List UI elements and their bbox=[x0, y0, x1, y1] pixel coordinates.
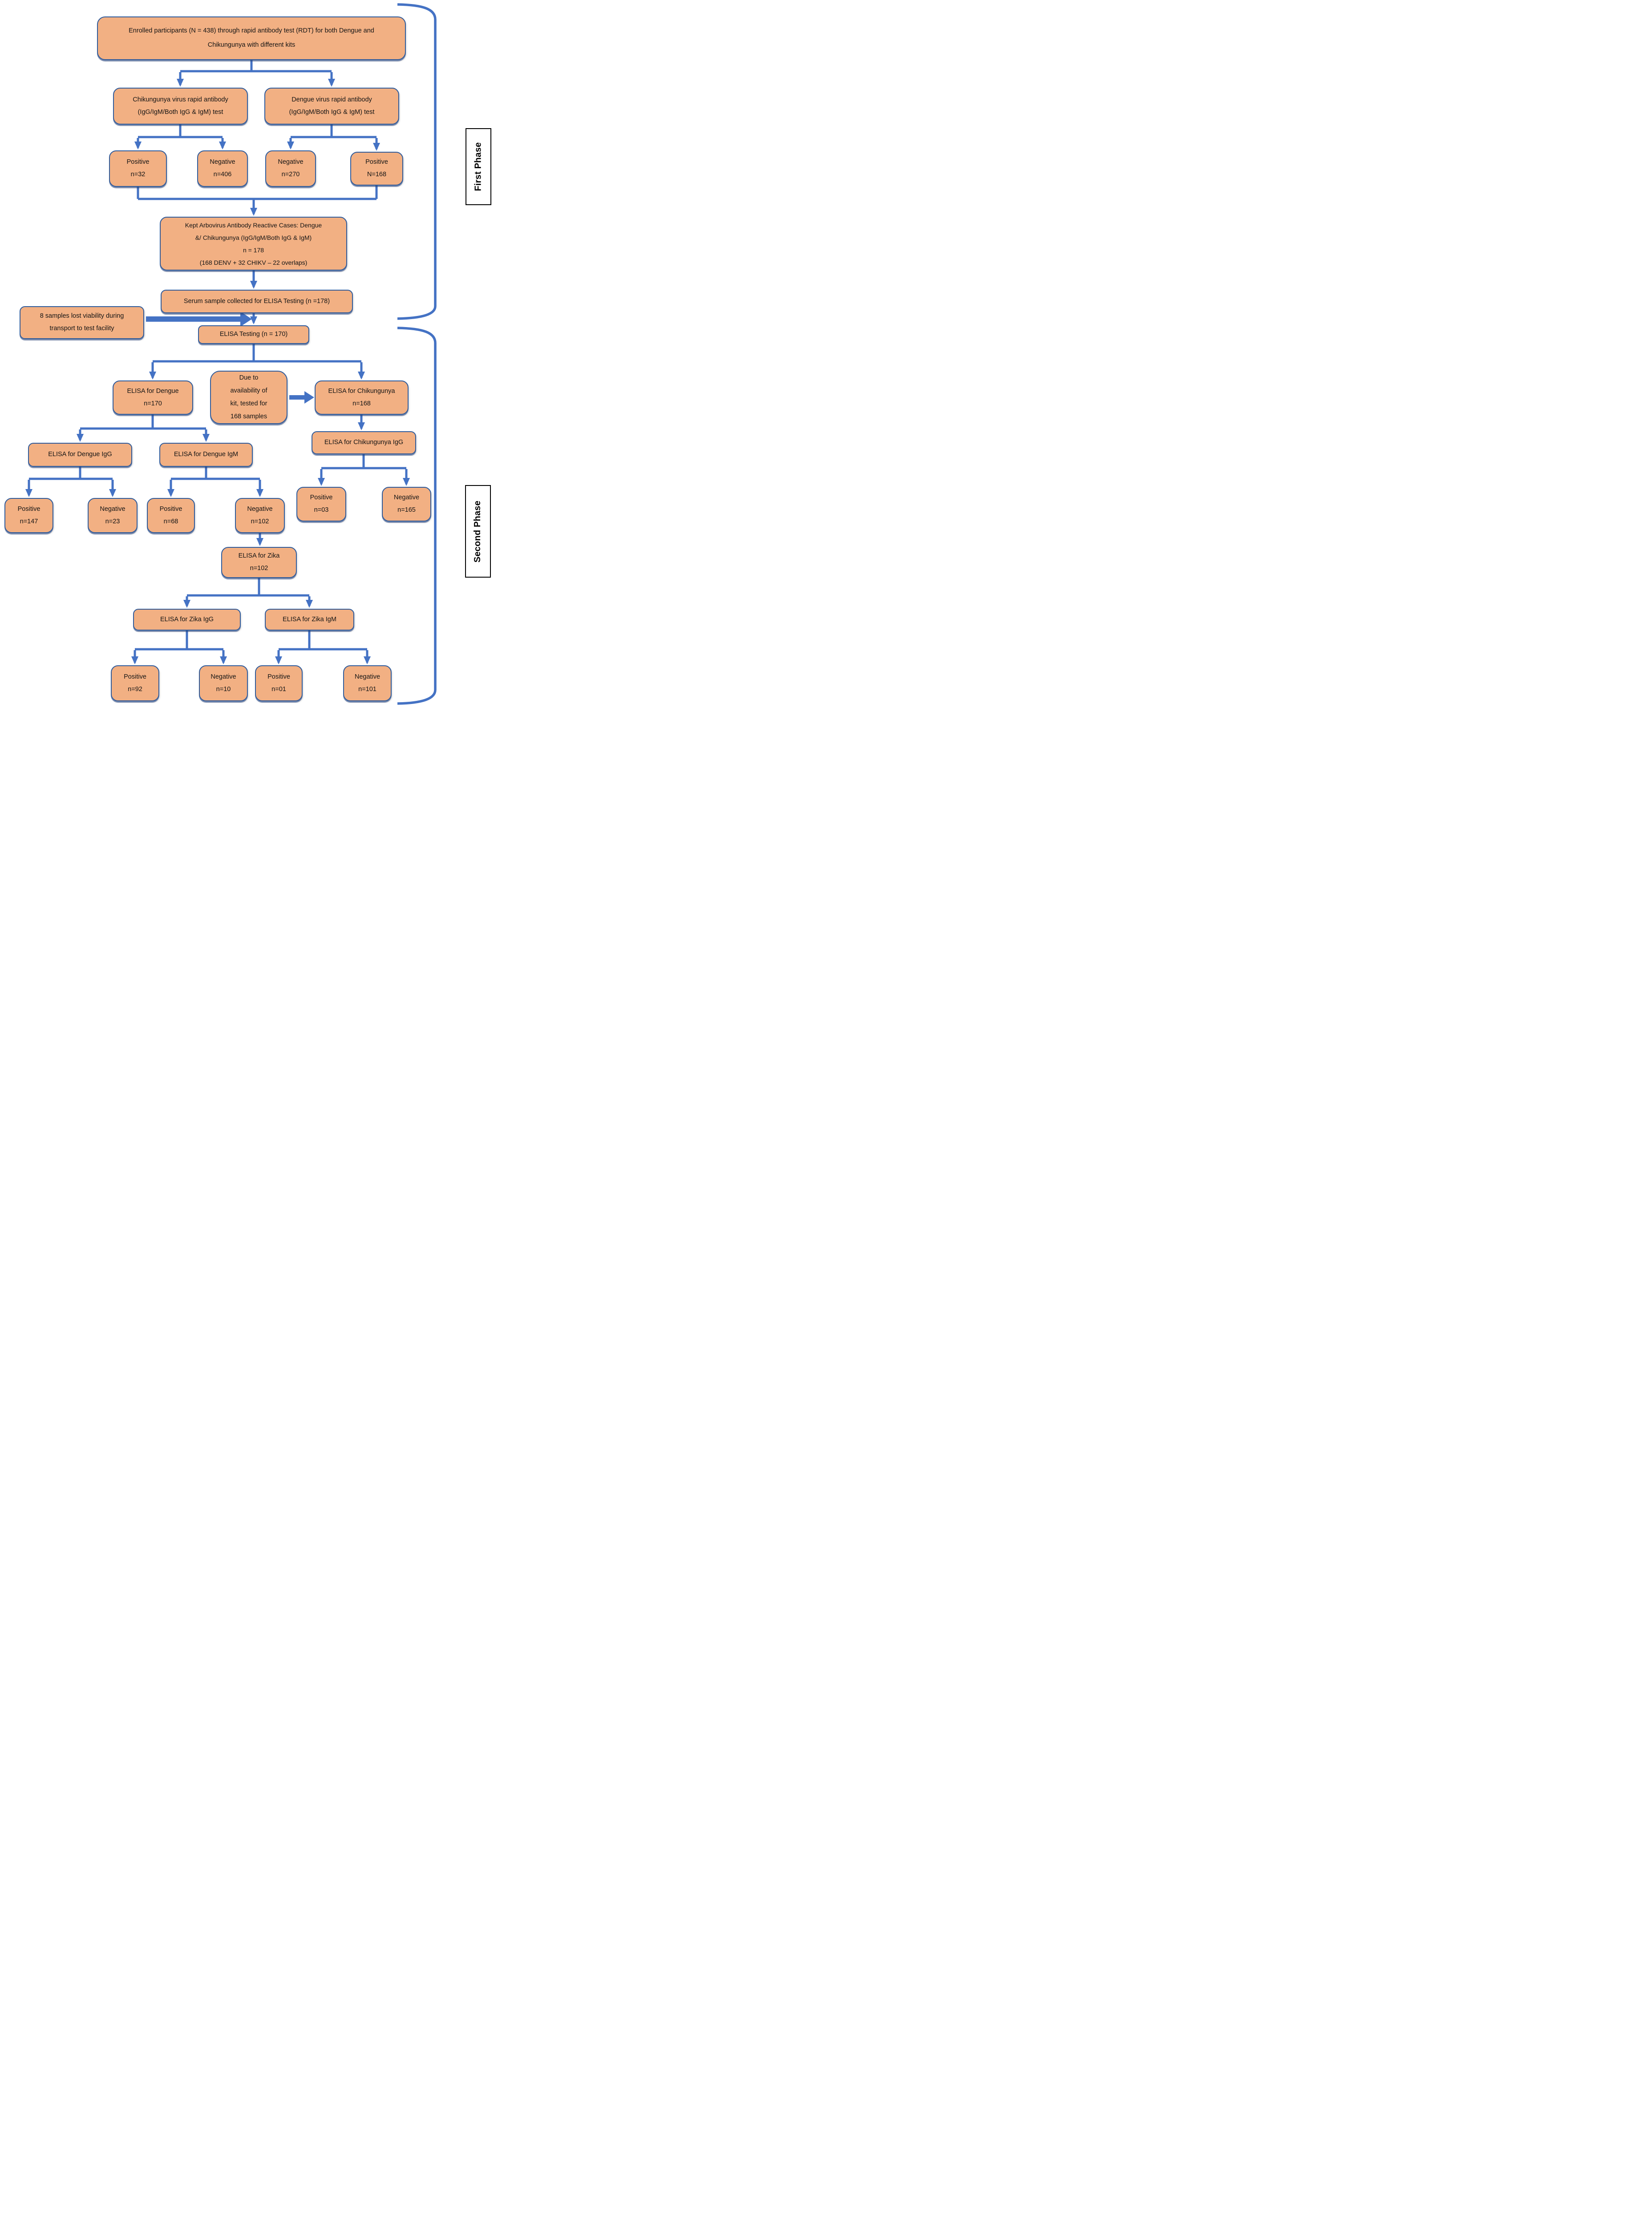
box-samples-lost: 8 samples lost viability during transpor… bbox=[20, 306, 144, 339]
box-elisa-zika-igg: ELISA for Zika IgG bbox=[133, 609, 241, 631]
box-chikv-igg-negative: Negative n=165 bbox=[382, 487, 431, 522]
connector-dengue-igm-split bbox=[171, 467, 260, 480]
connector-zika-igm-split bbox=[279, 631, 367, 651]
block-arrow-due-to bbox=[289, 391, 314, 404]
box-elisa-zika: ELISA for Zika n=102 bbox=[221, 547, 297, 578]
box-chikv-positive: Positive n=32 bbox=[109, 150, 167, 187]
box-dengue-igg-negative: Negative n=23 bbox=[88, 498, 138, 533]
box-chikv-rdt: Chikungunya virus rapid antibody (IgG/Ig… bbox=[113, 88, 248, 125]
box-zika-igg-negative: Negative n=10 bbox=[199, 665, 248, 701]
box-elisa-testing: ELISA Testing (n = 170) bbox=[198, 325, 309, 344]
connector-chikv-igg-split bbox=[321, 454, 406, 469]
connector-denv-split bbox=[291, 125, 377, 138]
connector-zika-split bbox=[187, 578, 309, 597]
box-kept-reactive-cases: Kept Arbovirus Antibody Reactive Cases: … bbox=[160, 217, 347, 271]
box-zika-igm-negative: Negative n=101 bbox=[343, 665, 392, 701]
connector-zika-igg-split bbox=[135, 631, 223, 651]
block-arrow-lost-samples bbox=[146, 312, 252, 327]
connector-dengue-split bbox=[80, 415, 206, 430]
box-due-to-kit-note: Due to availability of kit, tested for 1… bbox=[210, 371, 287, 424]
box-dengue-igm-positive: Positive n=68 bbox=[147, 498, 195, 533]
connector-dengue-igg-split bbox=[29, 467, 113, 480]
label-second-phase: Second Phase bbox=[465, 485, 491, 578]
connector-elisa-split bbox=[153, 344, 361, 363]
box-serum-collected: Serum sample collected for ELISA Testing… bbox=[161, 290, 353, 313]
second-phase-text: Second Phase bbox=[473, 500, 483, 562]
connector-chikv-split bbox=[138, 125, 223, 138]
box-elisa-chikv: ELISA for Chikungunya n=168 bbox=[315, 380, 409, 415]
box-denv-negative: Negative n=270 bbox=[265, 150, 316, 187]
flowchart-canvas: Enrolled participants (N = 438) through … bbox=[0, 0, 495, 708]
box-zika-igg-positive: Positive n=92 bbox=[111, 665, 159, 701]
connector-enrolled-split bbox=[180, 60, 332, 73]
box-elisa-dengue-igm: ELISA for Dengue IgM bbox=[159, 443, 253, 467]
connector-converge-kept bbox=[137, 186, 378, 200]
box-zika-igm-positive: Positive n=01 bbox=[255, 665, 303, 701]
box-elisa-zika-igm: ELISA for Zika IgM bbox=[265, 609, 354, 631]
box-chikv-igg-positive: Positive n=03 bbox=[296, 487, 346, 522]
box-dengue-igg-positive: Positive n=147 bbox=[4, 498, 53, 533]
bracket-first-phase bbox=[397, 3, 437, 320]
label-first-phase: First Phase bbox=[466, 128, 491, 205]
box-chikv-negative: Negative n=406 bbox=[197, 150, 248, 187]
first-phase-text: First Phase bbox=[473, 142, 483, 191]
box-elisa-dengue: ELISA for Dengue n=170 bbox=[113, 380, 193, 415]
box-elisa-chikv-igg: ELISA for Chikungunya IgG bbox=[312, 431, 416, 454]
connector-layer bbox=[25, 3, 437, 705]
box-enrolled-participants: Enrolled participants (N = 438) through … bbox=[97, 16, 406, 60]
box-denv-positive: Positive N=168 bbox=[350, 152, 403, 186]
box-dengue-igm-negative: Negative n=102 bbox=[235, 498, 285, 533]
box-elisa-dengue-igg: ELISA for Dengue IgG bbox=[28, 443, 132, 467]
box-denv-rdt: Dengue virus rapid antibody (IgG/IgM/Bot… bbox=[264, 88, 399, 125]
bracket-second-phase bbox=[397, 327, 437, 705]
